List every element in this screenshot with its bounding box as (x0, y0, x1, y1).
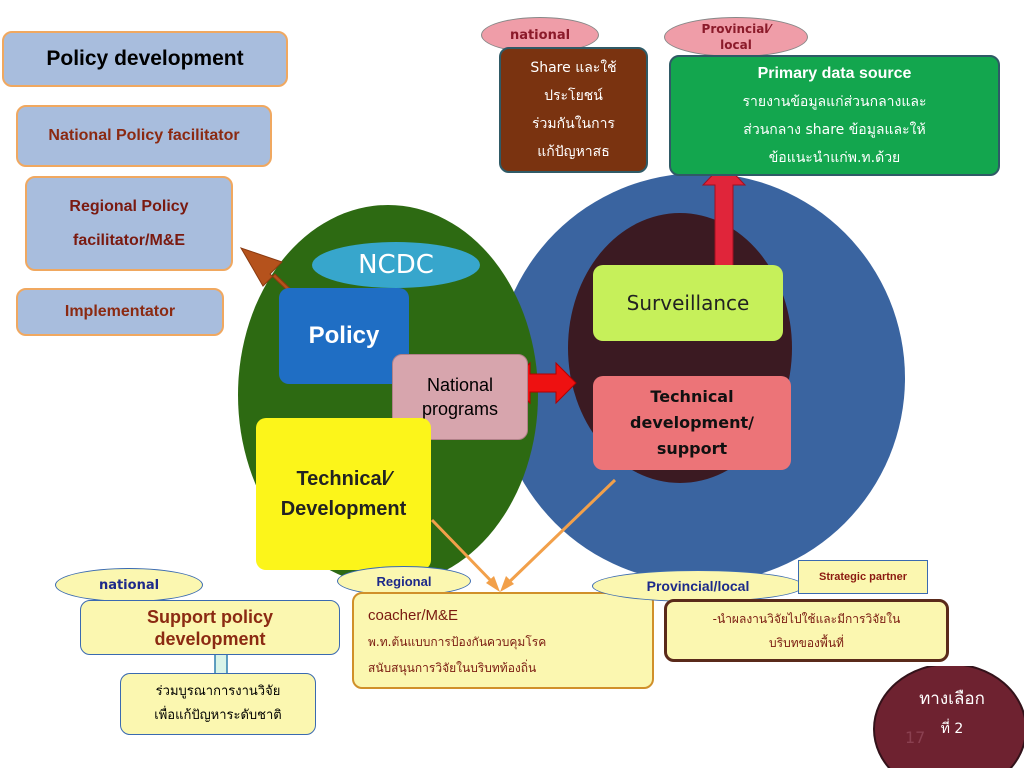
page-number: 17 (905, 728, 926, 747)
provincial-tag-top: Provincial⁄ local (664, 17, 808, 57)
surveillance-label: Surveillance (626, 291, 750, 315)
ncdc-badge: NCDC (312, 242, 480, 288)
integrate-research-box: ร่วมบูรณาการงานวิจัย เพื่อแก้ปัญหาระดับช… (120, 673, 316, 735)
technical-support-line2: development/ (630, 413, 754, 432)
regional-policy-facilitator-box: Regional Policy facilitator/M&E (25, 176, 233, 271)
technical-support-line3: support (656, 439, 728, 458)
option-line2: ที่ 2 (940, 721, 964, 737)
share-line-4: แก้ปัญหาสธ (537, 144, 610, 160)
ncdc-label: NCDC (358, 250, 434, 280)
primary-line-1: รายงานข้อมูลแก่ส่วนกลางและ (742, 93, 927, 110)
technical-support-line1: Technical (650, 387, 734, 406)
national-tag-top-label: national (509, 27, 571, 43)
share-line-1: Share และใช้ (530, 60, 617, 76)
technical-development-line2: Development (280, 498, 407, 520)
technical-support-box: Technical development/ support (593, 376, 791, 470)
support-policy-line1: Support policy (147, 606, 273, 627)
share-line-3: ร่วมกันในการ (532, 116, 615, 132)
regional-policy-facilitator-line1: Regional Policy (69, 197, 189, 215)
technical-development-line1: Technical⁄ (296, 468, 391, 490)
policy-development-label: Policy development (46, 47, 244, 70)
share-box: Share และใช้ ประโยชน์ ร่วมกันในการ แก้ปั… (499, 47, 648, 173)
coacher-box: coacher/M&E พ.ท.ต้นแบบการป้องกันควบคุมโร… (352, 592, 654, 689)
regional-tag: Regional (337, 566, 471, 596)
national-tag-bottom: national (55, 568, 203, 602)
national-policy-facilitator-box: National Policy facilitator (16, 105, 272, 167)
provincial-tag-bottom: Provincial/local (592, 570, 804, 602)
implementator-label: Implementator (64, 303, 176, 320)
apply-line-1: -นำผลงานวิจัยไปใช้และมีการวิจัยใน (712, 611, 901, 626)
national-programs-line1: National (426, 375, 494, 395)
apply-line-2: บริบทของพื้นที่ (769, 635, 844, 650)
support-policy-box: Support policy development (80, 600, 340, 655)
option-line1: ทางเลือก (919, 689, 985, 709)
primary-data-source-title: Primary data source (757, 64, 912, 82)
share-line-2: ประโยชน์ (544, 88, 603, 104)
option-badge: ทางเลือก ที่ 2 17 (872, 666, 1024, 768)
option-badge-text: ทางเลือก ที่ 2 (892, 684, 1012, 744)
policy-development-box: Policy development (2, 31, 288, 87)
support-policy-line2: development (154, 628, 266, 649)
implementator-box: Implementator (16, 288, 224, 336)
orange-arrowhead-right (500, 576, 514, 592)
primary-line-3: ข้อแนะนำแก่พ.ท.ด้วย (768, 149, 901, 166)
coacher-title: coacher/M&E (368, 607, 459, 624)
policy-box: Policy (279, 288, 409, 384)
national-policy-facilitator-label: National Policy facilitator (48, 127, 240, 144)
primary-line-2: ส่วนกลาง share ข้อมูลและให้ (743, 121, 926, 138)
provincial-tag-top-line1: Provincial⁄ (701, 22, 771, 36)
provincial-tag-top-line2: local (720, 38, 752, 52)
orange-arrowhead-left (486, 576, 500, 592)
orange-arrows (430, 478, 617, 588)
integrate-line-2: เพื่อแก้ปัญหาระดับชาติ (154, 708, 282, 723)
regional-tag-label: Regional (376, 573, 432, 589)
coacher-line-1: พ.ท.ต้นแบบการป้องกันควบคุมโรค (368, 635, 547, 649)
strategic-partner-box: Strategic partner (798, 560, 928, 594)
surveillance-box: Surveillance (593, 265, 783, 341)
integrate-line-1: ร่วมบูรณาการงานวิจัย (155, 684, 281, 699)
national-programs-line2: programs (421, 399, 499, 419)
primary-data-source-box: Primary data source รายงานข้อมูลแก่ส่วนก… (669, 55, 1000, 176)
option-badge-shape (873, 666, 1024, 768)
coacher-line-2: สนับสนุนการวิจัยในบริบทท้องถิ่น (368, 661, 537, 675)
policy-label: Policy (308, 322, 380, 349)
national-tag-bottom-label: national (98, 577, 160, 593)
strategic-partner-label: Strategic partner (818, 571, 908, 583)
technical-development-box: Technical⁄ Development (256, 418, 431, 570)
apply-research-box: -นำผลงานวิจัยไปใช้และมีการวิจัยใน บริบทข… (664, 599, 949, 662)
regional-policy-facilitator-line2: facilitator/M&E (72, 231, 185, 249)
provincial-tag-bottom-label: Provincial/local (646, 578, 750, 594)
